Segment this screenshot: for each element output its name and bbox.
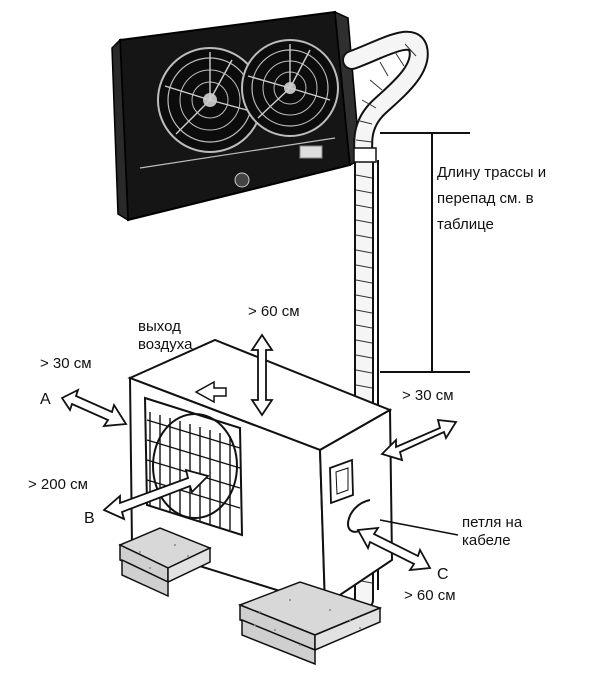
bottom-clearance-label: > 60 см [404,587,456,604]
point-b-label: B [84,510,95,527]
route-height-bracket [380,132,470,373]
front-clearance-label: > 200 см [28,476,88,493]
condenser-fan-unit [111,10,361,222]
foundation-pads [118,527,383,666]
front-clearance-arrow [102,468,210,521]
cable-loop-pointer [379,519,459,536]
cable-loop-label: петля на кабеле [462,514,523,549]
left-clearance-arrow [60,388,128,428]
point-c-label: C [437,566,449,583]
fan-right-icon [241,39,339,137]
left-clearance-label: > 30 см [40,355,92,372]
air-outlet-label: выход воздуха [138,318,193,353]
route-note-label: Длину трассы и перепад см. в таблице [437,164,547,233]
rear-clearance-arrow [356,526,432,572]
point-a-label: A [40,391,51,408]
top-clearance-arrow [250,333,274,417]
right-clearance-arrow [380,418,458,462]
top-clearance-label: > 60 см [248,303,300,320]
right-clearance-label: > 30 см [402,387,454,404]
